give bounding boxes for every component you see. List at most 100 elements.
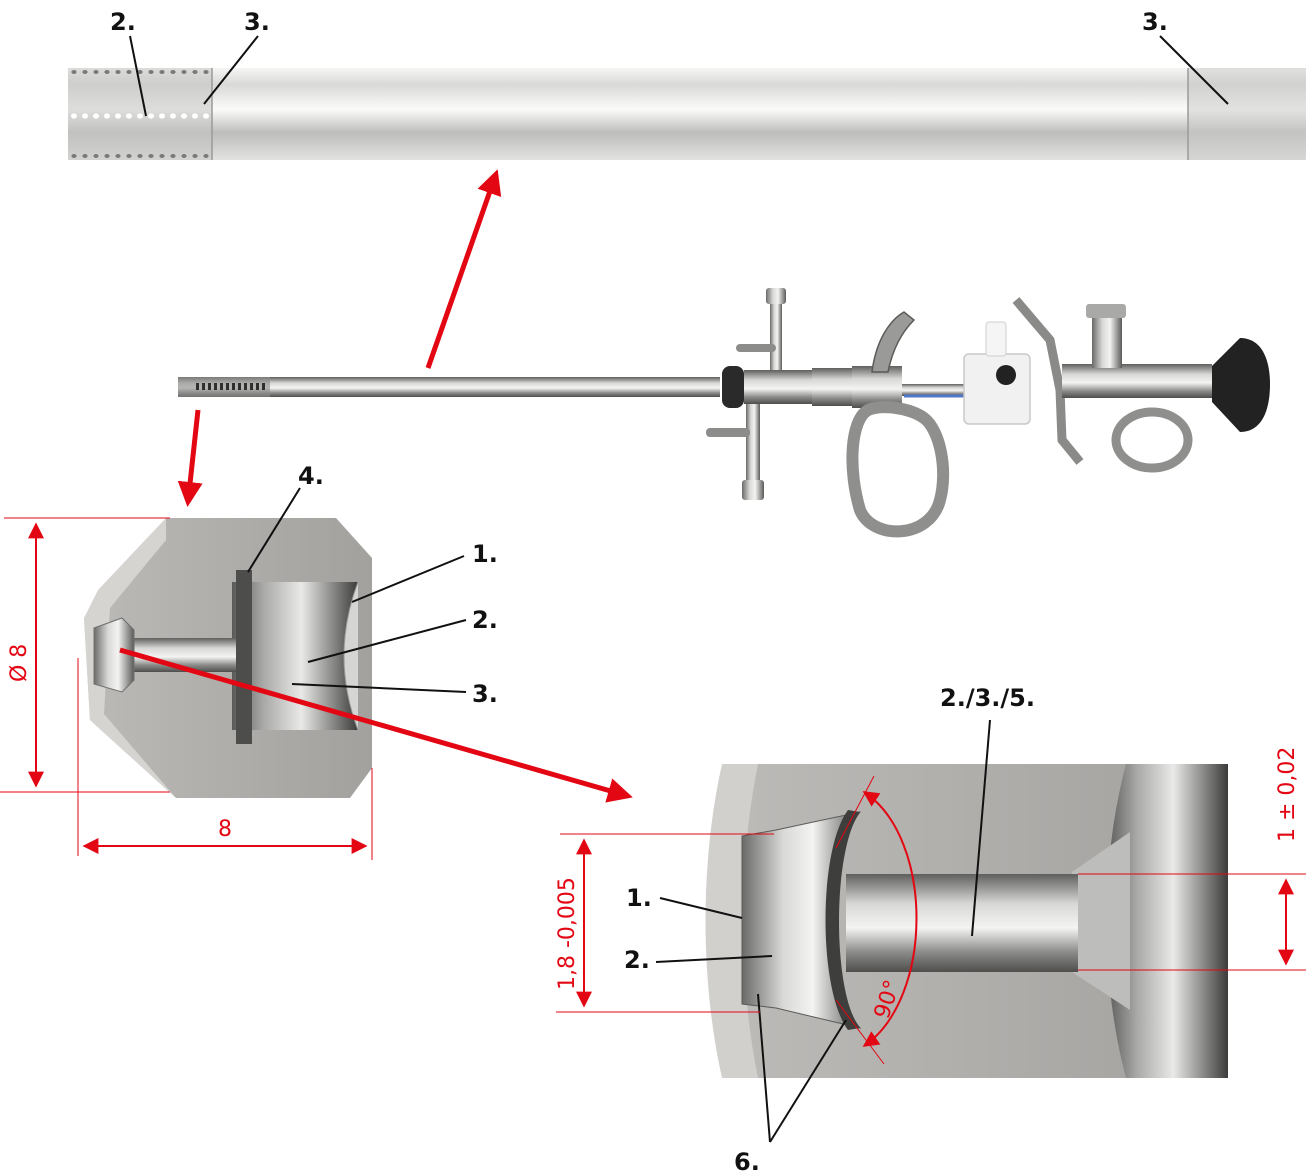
dim-mag-left-label: 1,8 -0,005 xyxy=(555,877,580,990)
thumb-hook xyxy=(871,311,916,373)
dim-diameter-label: Ø 8 xyxy=(7,644,32,682)
instrument-shaft-tip xyxy=(178,377,270,397)
tube-hole xyxy=(104,70,110,74)
tube-hole xyxy=(104,113,110,119)
stopcock-upper-handle xyxy=(736,344,776,352)
working-rod xyxy=(902,384,966,396)
tube-hole xyxy=(126,113,132,119)
tube-hole xyxy=(126,70,132,74)
tube-hole xyxy=(115,113,121,119)
tube-hole xyxy=(71,154,77,158)
magnification-arrows xyxy=(177,169,502,507)
section-dimensions: Ø 8 8 xyxy=(0,517,373,860)
sheath-body xyxy=(744,370,812,404)
stopcock-upper-top xyxy=(766,288,786,304)
callout-magnified-235: 2./3./5. xyxy=(940,684,1035,712)
leader-section-2 xyxy=(307,619,467,663)
section-view xyxy=(84,518,372,798)
tube-hole xyxy=(192,70,198,74)
leader-tube-3-left xyxy=(203,35,259,105)
tube-hole xyxy=(181,154,187,158)
tube-hole xyxy=(159,113,165,119)
shaft-hole xyxy=(262,383,265,390)
angle-arc xyxy=(862,791,918,1047)
tube-hole xyxy=(93,70,99,74)
dim-mag-right-label: 1 ± 0,02 xyxy=(1275,747,1300,842)
arrow-to-tube xyxy=(425,169,502,369)
magnified-narrow-bore xyxy=(846,874,1078,972)
tube-detail xyxy=(68,68,1306,160)
tube-hole xyxy=(192,113,198,119)
stopcock-lower-handle xyxy=(706,428,750,437)
shaft-holes xyxy=(196,383,265,390)
tube-hole xyxy=(82,154,88,158)
tube-hole xyxy=(93,113,99,119)
shaft-hole xyxy=(214,383,217,390)
magnified-large-bore xyxy=(1106,764,1228,1078)
slider-block xyxy=(963,353,1031,425)
magnified-dimensions: 1,8 -0,005 1 ± 0,02 90° xyxy=(555,747,1306,1065)
leader-magnified-2 xyxy=(655,955,773,963)
resectoscope-illustration xyxy=(178,288,1270,538)
tube-hole xyxy=(82,70,88,74)
section-outer-chamfer xyxy=(84,518,176,798)
tube-hole xyxy=(137,154,143,158)
leader-magnified-1 xyxy=(659,897,743,919)
magnified-callouts: 2./3./5. 1. 2. 6. xyxy=(624,684,1035,1175)
thumb-ring xyxy=(1111,407,1193,473)
callout-section-4: 4. xyxy=(298,462,324,490)
leader-magnified-235 xyxy=(971,719,991,937)
tube-hole xyxy=(203,70,209,74)
stopcock-lower-stem xyxy=(746,404,760,500)
callout-magnified-2: 2. xyxy=(624,946,650,974)
arrow-to-section xyxy=(177,409,203,507)
tube-hole xyxy=(159,154,165,158)
shaft-hole xyxy=(232,383,235,390)
shaft-hole xyxy=(250,383,253,390)
angle-ext-lower xyxy=(835,999,885,1065)
tube-hole xyxy=(71,70,77,74)
shaft-hole xyxy=(238,383,241,390)
callout-section-2: 2. xyxy=(472,606,498,634)
section-counterbore xyxy=(232,582,358,730)
callout-section-1: 1. xyxy=(472,540,498,568)
tube-hole xyxy=(181,70,187,74)
tube-hole xyxy=(104,154,110,158)
slider-screw xyxy=(996,365,1016,385)
magnified-countersink-rim xyxy=(825,810,860,1030)
callout-tube-3-right: 3. xyxy=(1142,8,1168,36)
tube-hole xyxy=(126,154,132,158)
spring-arm xyxy=(1012,297,1084,465)
shaft-hole xyxy=(196,383,199,390)
tube-hole xyxy=(137,113,143,119)
magnified-bore-cone xyxy=(1072,832,1130,1010)
tube-hole xyxy=(192,154,198,158)
leader-tube-3-right xyxy=(1159,35,1229,105)
finger-loop xyxy=(846,401,950,538)
instrument-shaft xyxy=(178,377,720,397)
section-callouts: 4. 1. 2. 3. xyxy=(247,462,498,708)
leader-section-1 xyxy=(351,555,465,603)
tube-hole xyxy=(170,154,176,158)
tube-hole xyxy=(181,113,187,119)
sheath-flange xyxy=(722,366,744,408)
angle-ext-upper xyxy=(835,775,875,849)
tube-hole xyxy=(115,154,121,158)
coupling-nut xyxy=(812,368,852,406)
scope-light-top xyxy=(1086,304,1126,318)
callout-tube-2: 2. xyxy=(110,8,136,36)
tube-hole xyxy=(148,154,154,158)
shaft-hole xyxy=(256,383,259,390)
shaft-hole xyxy=(208,383,211,390)
tube-hole xyxy=(203,154,209,158)
tube-perforation-holes xyxy=(71,70,209,158)
dim-length-label: 8 xyxy=(218,817,232,842)
tube-hole xyxy=(82,113,88,119)
stopcock-upper-stem xyxy=(770,300,782,370)
callout-tube-3-left: 3. xyxy=(244,8,270,36)
section-small-countersink xyxy=(93,617,135,693)
tube-hole xyxy=(148,113,154,119)
tube-body xyxy=(68,68,1306,160)
tube-hole xyxy=(170,113,176,119)
